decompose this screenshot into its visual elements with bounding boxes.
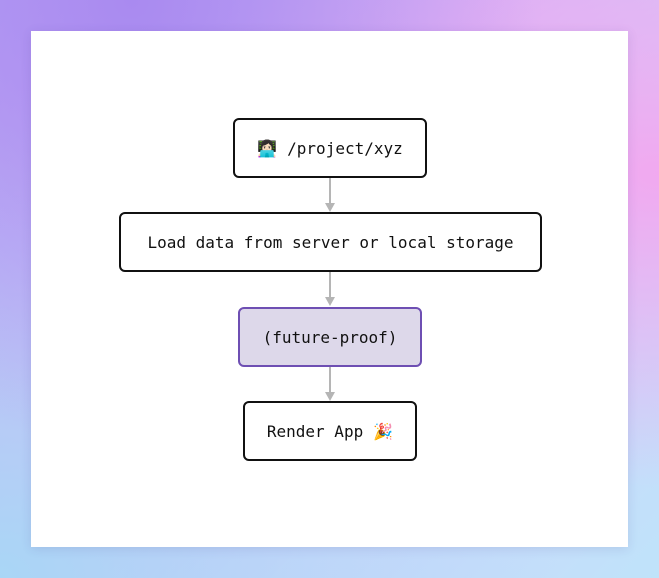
edge-route-to-load bbox=[329, 178, 331, 205]
node-route: 👩🏻‍💻 /project/xyz bbox=[233, 118, 427, 178]
edge-load-to-future bbox=[329, 272, 331, 299]
node-load-data: Load data from server or local storage bbox=[119, 212, 542, 272]
party-popper-emoji-icon: 🎉 bbox=[373, 421, 394, 441]
node-future-proof-label: (future-proof) bbox=[262, 327, 398, 347]
edge-future-to-render bbox=[329, 367, 331, 394]
arrowhead-future-to-render bbox=[325, 392, 335, 401]
diagram-canvas: 👩🏻‍💻 /project/xyz Load data from server … bbox=[31, 31, 628, 547]
arrowhead-route-to-load bbox=[325, 203, 335, 212]
node-future-proof: (future-proof) bbox=[238, 307, 422, 367]
node-render-app-label: Render App bbox=[266, 421, 364, 441]
node-load-data-label: Load data from server or local storage bbox=[147, 232, 514, 252]
arrowhead-load-to-future bbox=[325, 297, 335, 306]
node-render-app: Render App 🎉 bbox=[243, 401, 417, 461]
technologist-emoji-icon: 👩🏻‍💻 bbox=[257, 138, 278, 158]
node-route-label: /project/xyz bbox=[287, 138, 403, 158]
